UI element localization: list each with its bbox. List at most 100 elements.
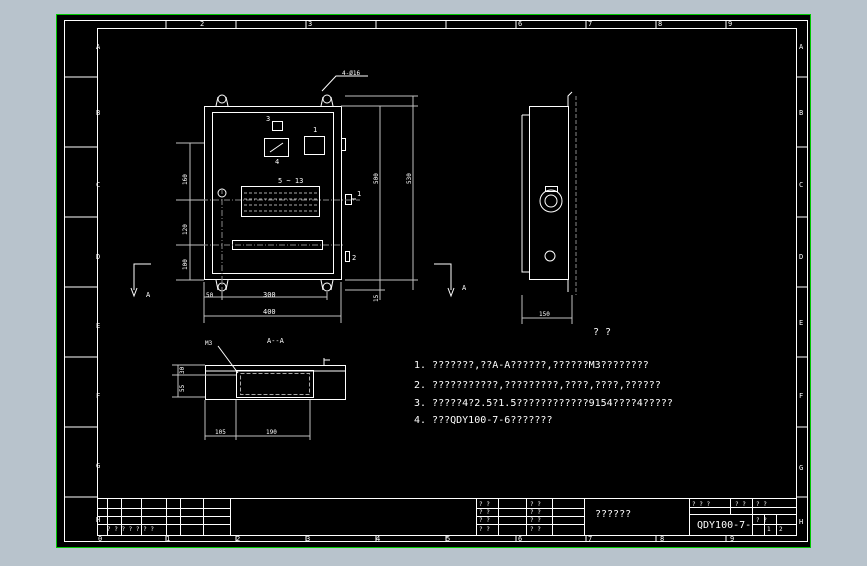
side-gland-inner <box>544 194 558 208</box>
side-fitting-top <box>341 138 346 151</box>
dim-500: 500 <box>373 173 380 184</box>
section-dim-190: 190 <box>266 429 277 436</box>
drawing-id-block <box>689 498 797 535</box>
callout-4: 4 <box>275 158 279 166</box>
zone-bottom-label: 8 <box>660 535 664 543</box>
side-dimension <box>521 295 573 324</box>
id-cell: ? ? ? <box>692 501 710 508</box>
title-block[interactable] <box>97 498 797 535</box>
callout-1b: 1 <box>357 190 361 198</box>
zone-top-label: 2 <box>200 20 204 28</box>
zone-bottom-label: 3 <box>306 535 310 543</box>
section-dim-30: 30 <box>179 366 186 374</box>
paper-background <box>56 14 811 548</box>
dim-50: 50 <box>206 292 214 299</box>
dim-15: 15 <box>373 294 380 302</box>
zone-bottom-label: 4 <box>376 535 380 543</box>
bottom-right-lug <box>322 282 332 292</box>
inner-border <box>97 28 797 536</box>
drawing-name: ?????? <box>595 509 631 520</box>
bottom-lug-brackets <box>215 279 334 291</box>
component-4-meter <box>264 138 289 157</box>
side-view[interactable] <box>521 91 577 324</box>
section-mark-right-label: A <box>462 284 467 292</box>
zone-left-label: A <box>96 43 101 51</box>
zone-top-label: 6 <box>518 20 522 28</box>
note-item: 2. ???????????,?????????,????,????,?????… <box>414 380 661 391</box>
side-door-edge <box>521 114 529 273</box>
outer-frame <box>56 14 811 548</box>
approval-cell: ? ? <box>479 526 490 533</box>
notes-heading: ? ? <box>593 327 611 338</box>
zone-left-label: G <box>96 462 100 470</box>
zone-right-label: C <box>799 181 803 189</box>
zone-bottom-label: 7 <box>588 535 592 543</box>
note-item: 4. ???QDY100-7-6??????? <box>414 415 552 426</box>
section-dimensions <box>172 364 311 440</box>
side-dim-150: 150 <box>539 311 550 318</box>
section-mounting-plate <box>240 373 310 395</box>
zone-bottom-label: 0 <box>98 535 102 543</box>
zone-top-label: 3 <box>308 20 312 28</box>
dim-300: 300 <box>263 291 276 299</box>
zone-top-label: 7 <box>588 20 592 28</box>
dim-100: 100 <box>182 259 189 270</box>
lug-brackets <box>215 96 334 107</box>
side-ground-bolt <box>544 250 556 262</box>
side-gland-cap <box>545 186 558 192</box>
section-view[interactable] <box>172 345 346 440</box>
section-mark-left <box>130 263 151 298</box>
zone-left-label: D <box>96 253 100 261</box>
zone-right-label: B <box>799 109 803 117</box>
zone-ticks <box>64 20 807 541</box>
callout-5-13: 5 ~ 13 <box>278 177 303 185</box>
side-fitting-2 <box>345 251 350 262</box>
dim-400: 400 <box>263 308 276 316</box>
side-lugs <box>567 91 573 292</box>
drawing-number: QDY100-7- <box>697 520 751 531</box>
zone-frame <box>64 20 808 542</box>
component-3-indicator <box>272 121 283 131</box>
zone-left-label: C <box>96 181 100 189</box>
id-cell: 2 <box>779 526 783 533</box>
meter-needle <box>269 142 284 153</box>
section-m3-label: M3 <box>205 340 213 347</box>
approval-grid <box>476 498 585 535</box>
note-item: 1. ???????,??A-A??????,??????M3???????? <box>414 360 649 371</box>
revision-row-label: ? ? ? ? ? ? ? <box>107 526 154 533</box>
terminal-strip <box>241 186 320 217</box>
section-outer <box>205 365 346 400</box>
door-outline <box>212 112 334 274</box>
cabinet-outline <box>204 106 342 280</box>
zone-bottom-label: 5 <box>446 535 450 543</box>
zone-top-label: 8 <box>658 20 662 28</box>
callout-1: 1 <box>313 126 317 134</box>
section-mark-right <box>434 263 455 298</box>
zone-left-label: H <box>96 516 100 524</box>
dim-160: 160 <box>182 174 189 185</box>
approval-cell: ? ? <box>530 501 541 508</box>
bolt-leader <box>321 75 368 92</box>
zone-right-label: E <box>799 319 803 327</box>
m3-leader <box>217 345 239 374</box>
zone-right-label: F <box>799 392 803 400</box>
section-title: A--A <box>267 337 285 345</box>
zone-left-label: E <box>96 322 100 330</box>
component-1-box <box>304 136 325 155</box>
section-dim-55: 55 <box>179 384 186 392</box>
approval-cell: ? ? <box>479 509 490 516</box>
front-view[interactable] <box>176 75 418 323</box>
callout-2: 2 <box>352 254 356 262</box>
id-cell: ? ? <box>756 501 767 508</box>
id-cell: ? ? <box>735 501 746 508</box>
zone-right-label: H <box>799 518 803 526</box>
revision-table <box>97 498 231 535</box>
zone-right-label: D <box>799 253 803 261</box>
left-dimensions <box>176 95 418 323</box>
section-lug <box>323 358 330 365</box>
approval-cell: ? ? <box>479 501 490 508</box>
zone-bottom-label: 2 <box>236 535 240 543</box>
dim-530: 530 <box>406 173 413 184</box>
